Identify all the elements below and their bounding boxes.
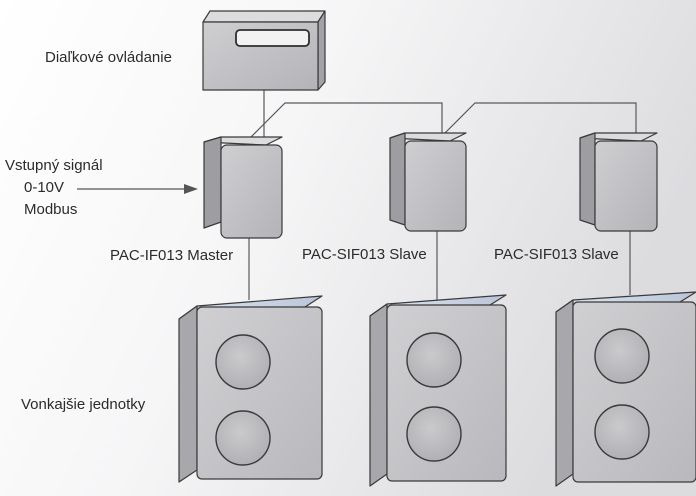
remote-controller <box>202 10 326 91</box>
label-input-signal-voltage: 0-10V <box>24 179 65 196</box>
label-master: PAC-IF013 Master <box>110 247 234 264</box>
input-signal-arrow <box>77 184 198 194</box>
label-remote-controller: Diaľkové ovládanie <box>45 49 172 66</box>
outdoor-unit-2 <box>369 294 507 487</box>
outdoor-unit-1 <box>178 295 323 483</box>
interface-box-slave-1 <box>389 132 467 232</box>
label-input-signal-modbus: Modbus <box>24 201 78 218</box>
label-outdoor-units: Vonkajšie jednotky <box>21 396 146 413</box>
connector-lines <box>248 90 637 300</box>
label-slave-1: PAC-SIF013 Slave <box>302 246 427 263</box>
interface-box-master <box>203 136 283 239</box>
outdoor-unit-3 <box>555 291 696 487</box>
label-input-signal: Vstupný signál <box>5 157 103 174</box>
interface-box-slave-2 <box>579 132 658 232</box>
label-slave-2: PAC-SIF013 Slave <box>494 246 619 263</box>
